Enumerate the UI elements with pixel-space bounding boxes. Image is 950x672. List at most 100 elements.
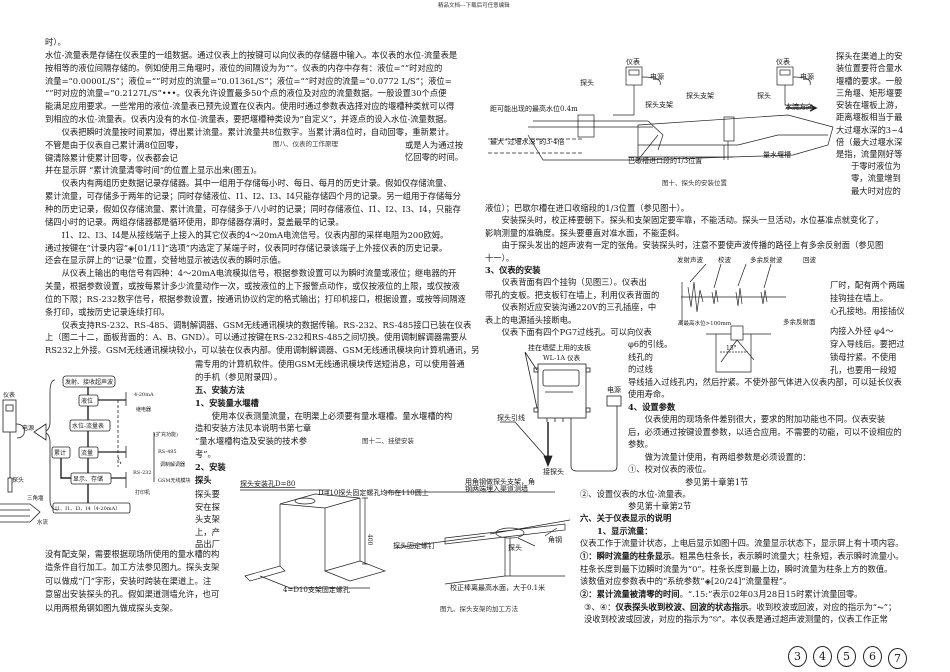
display-item-34-line2: 没收到校波或回波，对应的指示为“⍉”。本仪表是通过超声波测量的，仪表工作正常 <box>584 614 888 624</box>
text-line: 是指，流量刚好等 <box>836 149 903 160</box>
fig8-diagram: 发射、接收超声波 液位 水位-流量表 累计 流量 显示、存储 I1、I1、I3、… <box>0 375 191 526</box>
item-2-text: 。“.15:”表示02年03月28日15时累计流量回零。 <box>679 589 863 599</box>
fig8-out-printer: 打印机 <box>135 489 150 496</box>
text-line: 还会在显示屏上的“记录”位置，交替地显示被选仪表的瞬时示值。 <box>45 255 286 266</box>
text-line: 流量=“0.0000L/S”；液位=“”时对应的流量=“0.0136L/S”；液… <box>45 75 452 86</box>
callout-5: 5 <box>837 646 856 667</box>
text-line: 可以做成“门”字形，安装时跨装在渠道上。注 <box>45 575 212 586</box>
page-header-note: 精品文档---下载后可任意编辑 <box>438 3 510 9</box>
text-line: 参数。 <box>628 439 653 449</box>
text-line: 由于探头发出的超声波有一定的张角。安装探头时，注意不要使声波传播的路径上有多余反… <box>485 240 884 251</box>
section-6-heading: 六、关于仪表显示的说明 <box>580 513 672 523</box>
text-line: 种的历史记录，假如仅存储流量、累计流量，可存储多于八小时的记录；同时存储液位、I… <box>45 203 461 214</box>
text-line: ①、校对仪表的液位。 <box>628 464 711 474</box>
fig9-base-holes: 4=D10支架固定螺孔 <box>283 585 350 594</box>
text-line: 距离堰板相当于最 <box>836 112 903 123</box>
fig11-extra-reflect: 多余反射波 <box>750 255 783 264</box>
text-line: 安装探头时，校正棒要朝下。探头和支架固定要牢靠，不能活动。探头一旦活动，水位基准… <box>485 215 884 226</box>
fig9-angle-note-1: 用角钢做探头支架，角 <box>465 477 535 486</box>
text-line: 带孔的支板。把支板钉在墙上，利用仪表背面的 <box>485 289 660 300</box>
ref-chapter10-1: 参见第十章第1节 <box>685 477 749 487</box>
text-line: 能满足应用要求。一些常用的液位-流量表已预先设置在仪表内。使用时通过参数表选择对… <box>45 101 455 112</box>
text-line: 键清除累计使累计回零，仪表都会记 <box>45 152 178 163</box>
text-line: 零，流量增到 <box>851 173 901 184</box>
text-line: 仪表下面有四个PG7过线孔。可以向仪表 <box>485 326 652 337</box>
text-line: 1、安装量水堰槽 <box>195 397 259 408</box>
right-mid-text: 液位）；巴歇尔槽在进口收缩段的1/3位置（参见图十）。 安装探头时，校正棒要朝下… <box>485 202 883 338</box>
fig12-power: 电源 <box>607 385 621 394</box>
fig10-probe-left: 探头 <box>580 78 594 87</box>
text-line: 头支架 <box>195 514 220 525</box>
fig10-max-level: 距可能出现的最高水位0.4m <box>490 104 578 113</box>
fig8-box-inputs: I1、I1、I3、I4（4-20mA） <box>55 506 120 512</box>
fig8-box-total: 累计 <box>54 449 66 457</box>
fig9-screw-holes: D=10探头固定螺孔均布在110圆上 <box>318 488 429 497</box>
text-line: 仪表内有两组历史数据记录存储器。其中一组用于存储每小时、每日、每月的历史计录。假… <box>45 178 452 189</box>
fig12-plate: 挂在墙壁上用的支板 <box>528 343 591 352</box>
fig8-box-flow: 流量 <box>81 449 93 457</box>
text-line: 使用本仪表测量流量，在明渠上必须要有量水堰槽。量水堰槽的构 <box>195 410 453 421</box>
text-line: 表上的电源插头接断电。 <box>485 314 577 325</box>
text-line: 安装在堰板上游， <box>836 100 903 111</box>
text-line: 最大时对应的 <box>851 185 901 196</box>
fig9-probe: 探头 <box>508 543 522 552</box>
text-line: 没有配支架，需要根据现场所使用的量水槽的构 <box>45 549 220 559</box>
text-line: 仪表附近应安装沟通220V的三孔插座，中 <box>485 302 657 313</box>
fig8-out-rs232: RS-232 <box>133 470 152 476</box>
fig10-power-right: 电源 <box>800 72 814 81</box>
left-top-text: 时）。水位-流量表是存储在仪表里的一组数据。通过仪表上的按键可以向仪表的存储器中… <box>45 36 479 357</box>
probe-narrow-text: 探头要安在探头支架上，产品出厂 <box>195 488 220 551</box>
fig12-to-probe: 接探头 <box>543 467 564 476</box>
fig11-extra-surface: 多余反射面 <box>783 317 816 326</box>
text-line: 通过按键在“计录内容”◈[01/11]“选项”内选定了某端子时，仪表同时存储记录… <box>45 242 448 253</box>
text-line: 倍（最大过堰水深 <box>836 137 903 148</box>
fig11-diagram: 发射声波 校波 多余反射波 回波 离最高水位>100mm 多余反射面 15° <box>677 255 817 373</box>
fig9-diagram: 探头安装孔D=80 D=10探头固定螺孔均布在110圆上 400 4=D10支架… <box>240 477 571 594</box>
text-line: 的过线 <box>628 364 653 374</box>
text-line: 品出厂 <box>195 539 220 550</box>
text-line: 于零时液位为 <box>851 161 901 171</box>
fig12-probe-lead: 探头引线 <box>497 413 525 422</box>
fig11-angle: 15° <box>726 345 737 352</box>
fig11-calib: 校波 <box>718 255 732 264</box>
fig10-flow-dir: 水流方向 <box>785 102 813 111</box>
display-item-1: ①：瞬时流量的柱条显示。粗黑色柱条长，表示瞬时流量大；柱条短，表示瞬时流量小。 <box>580 551 904 561</box>
fig8-water: 水流 <box>37 518 49 526</box>
text-line: 仪表支持RS-232、RS-485、调制解调器、GSM无线通讯模块的数据传输。R… <box>45 319 472 330</box>
text-line: 仪表使用的现场条件差别很大，要求的附加功能也不同。仪表安装 <box>628 414 886 424</box>
text-line: 孔，也要用一段短 <box>830 364 897 375</box>
text-line: 累计流量，可存储多于两年的记录；同时存储液位、I1、I2、I3、I4只能存储四个… <box>45 191 461 202</box>
item-2-label: ②：累计流量被清零的时间 <box>580 589 680 599</box>
text-line: 储四小时的记录。两组存储器都是循环使用，即存储器存满时，复盖最早的记录。 <box>45 216 344 227</box>
fig8-ext: (扩充功能) <box>154 431 178 438</box>
display-item-1-line3: 该数值对应参数表中的“系统参数”◈[20/24]“流量量程”。 <box>580 576 792 586</box>
text-line: 装位置要符合量水 <box>836 63 903 74</box>
fig12-diagram: 挂在墙壁上用的支板 WL-1A 仪表 电源 探头引线 接探头 <box>497 343 622 476</box>
fig8-box-level: 液位 <box>81 397 93 405</box>
fig8-power: 电源 <box>22 424 34 432</box>
callout-4: 4 <box>813 646 832 667</box>
fig10-bracket-left: 探头支架 <box>645 100 673 109</box>
fig10-probe-right: 探头 <box>757 91 771 100</box>
fig9-rod-note: 校正棒离最高水面，大于0.1米 <box>450 583 545 592</box>
text-line: 位的下限；RS-232数字信号，根据参数设置，按通讯协议约定的格式输出；打印机接… <box>45 293 466 304</box>
fig8-out-relay: 继电器 <box>136 406 151 413</box>
text-line: 4、设置参数 <box>628 401 676 412</box>
text-line: 并在显示屏 “累计流量清零时间”的位置上显示出来(图五)。 <box>45 165 262 176</box>
text-line: 线孔的 <box>628 351 653 362</box>
text-line: 3、仪表的安装 <box>485 264 541 275</box>
fig8-meter: 仪表 <box>3 391 15 399</box>
item-1-label: ①：瞬时流量的柱条显示 <box>580 551 672 561</box>
right-wrap-text-b: 内接入外径 φ4～穿入导线后。要把过锁母拧紧。不使用孔，也要用一段短 <box>830 325 905 377</box>
text-line: 意留出安装探头的孔。假如渠道测墙允许，也可 <box>45 589 220 600</box>
fig8-out-modem: 调制解调器 <box>160 461 185 468</box>
item-2-table: ②、设置仪表的水位-流量表。 <box>580 489 691 499</box>
text-line: 做为流量计使用，有两组参数是必须设置的： <box>628 451 811 462</box>
text-line: 关量，根据参数设置，或按每累计多少流量动作一次，或按液位的上下报警点动作，或仅按… <box>45 281 460 292</box>
fig8-out-gsm: GSM无线模块 <box>158 477 191 484</box>
fig10-power-left: 电源 <box>650 72 664 81</box>
fig8-weir: 三角堰 <box>27 494 44 502</box>
fig12-model: WL-1A 仪表 <box>543 353 581 362</box>
left-bottom-text: 没有配支架，需要根据现场所使用的量水槽的构造条件自行加工。加工方法参见图九。探头… <box>45 548 219 615</box>
